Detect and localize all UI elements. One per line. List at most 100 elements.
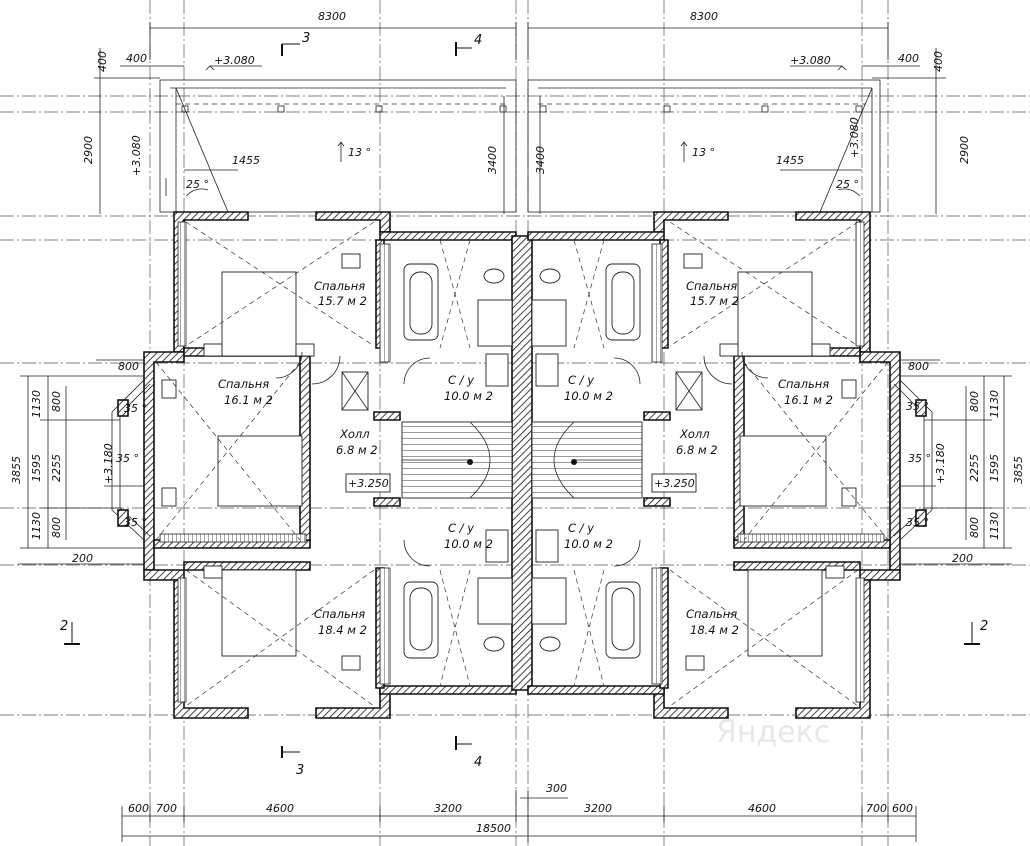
dim-right-8300: 8300 — [690, 10, 718, 23]
room-bedroom-2-right-area: 16.1 м 2 — [784, 393, 833, 407]
dim-left-8300: 8300 — [318, 10, 346, 23]
room-wc-2-right-area: 10.0 м 2 — [564, 537, 613, 551]
room-bedroom-3-right-area: 18.4 м 2 — [690, 623, 739, 637]
dim-right-1455: 1455 — [776, 154, 804, 167]
dim-right-2255: 2255 — [968, 454, 981, 482]
dim-left-1455: 1455 — [232, 154, 260, 167]
bay-angle-left-top: 35 ° — [124, 402, 147, 415]
level-mid-right: +3.180 — [934, 443, 947, 484]
section-4-bottom: 4 — [474, 755, 482, 770]
bottom-dimensions — [121, 790, 917, 842]
bathroom-fixtures — [403, 263, 641, 659]
ceiling-diagonals — [155, 221, 889, 707]
room-bedroom-1-left-name: Спальня — [314, 279, 365, 293]
staircases — [401, 421, 643, 499]
beds — [161, 253, 857, 671]
roof-angle-left: 25 ° — [186, 178, 209, 191]
dim-right-200: 200 — [952, 552, 973, 565]
slope-left: 13 ° — [348, 146, 371, 159]
bay-windows — [111, 379, 933, 541]
dim-left-400-vertical: 400 — [96, 51, 109, 72]
bay-angle-left-bot: 35 ° — [124, 516, 147, 529]
dim-bottom-4600-right: 4600 — [748, 802, 776, 815]
dim-bottom-700-left: 700 — [156, 802, 177, 815]
level-roof-left: +3.080 — [130, 135, 143, 176]
room-bedroom-2-right-name: Спальня — [778, 377, 829, 391]
dim-left-800-v2: 800 — [50, 517, 63, 538]
dim-right-800-v1: 800 — [968, 391, 981, 412]
radiator-strips — [159, 221, 885, 703]
level-roof-right: +3.080 — [848, 117, 861, 158]
door-swings — [275, 351, 769, 567]
dim-left-2900: 2900 — [82, 136, 95, 164]
ventilation-shafts — [341, 371, 703, 411]
watermark: Яндекс — [716, 715, 830, 750]
bay-angle-left-mid: 35 ° — [116, 452, 139, 465]
dim-left-1595: 1595 — [30, 454, 43, 482]
room-wc-2-left-area: 10.0 м 2 — [444, 537, 493, 551]
room-bedroom-1-right-area: 15.7 м 2 — [690, 294, 739, 308]
dim-right-1130-b: 1130 — [988, 512, 1001, 540]
section-2-left: 2 — [60, 619, 68, 634]
dim-left-3855: 3855 — [10, 456, 23, 484]
room-bedroom-3-right-name: Спальня — [686, 607, 737, 621]
dim-right-2900: 2900 — [958, 136, 971, 164]
section-marks — [64, 42, 980, 758]
dim-left-800-v1: 800 — [50, 391, 63, 412]
top-dimensions — [94, 22, 946, 214]
dim-bottom-600-left: 600 — [128, 802, 149, 815]
bay-angle-right-top: 35 ° — [906, 400, 929, 413]
room-hall-left-area: 6.8 м 2 — [336, 443, 378, 457]
dim-left-400: 400 — [126, 52, 147, 65]
room-bedroom-2-left-area: 16.1 м 2 — [224, 393, 273, 407]
room-bedroom-3-left-name: Спальня — [314, 607, 365, 621]
room-wc-2-right-name: С / у — [568, 521, 594, 535]
dim-right-1130-a: 1130 — [988, 390, 1001, 418]
room-bedroom-1-left-area: 15.7 м 2 — [318, 294, 367, 308]
section-3-top: 3 — [302, 31, 310, 46]
slope-right: 13 ° — [692, 146, 715, 159]
section-3-bottom: 3 — [296, 763, 304, 778]
dim-left-2255: 2255 — [50, 454, 63, 482]
room-hall-right-name: Холл — [679, 427, 710, 441]
level-marks — [205, 65, 847, 71]
dim-left-1130-b: 1130 — [30, 512, 43, 540]
room-wc-1-left-area: 10.0 м 2 — [444, 389, 493, 403]
room-hall-left-name: Холл — [339, 427, 370, 441]
dim-right-800-v2: 800 — [968, 517, 981, 538]
roof-canopy — [159, 79, 881, 213]
dim-bottom-3200-right: 3200 — [584, 802, 612, 815]
room-wc-2-left-name: С / у — [448, 521, 474, 535]
dim-left-1130-a: 1130 — [30, 390, 43, 418]
room-hall-right-area: 6.8 м 2 — [676, 443, 718, 457]
room-wc-1-right-name: С / у — [568, 373, 594, 387]
dim-right-400: 400 — [898, 52, 919, 65]
dim-right-3400: 3400 — [534, 146, 547, 174]
room-bedroom-1-right-name: Спальня — [686, 279, 737, 293]
dim-left-200: 200 — [72, 552, 93, 565]
roof-angle-right: 25 ° — [836, 178, 859, 191]
room-bedroom-3-left-area: 18.4 м 2 — [318, 623, 367, 637]
dim-bottom-3200-left: 3200 — [434, 802, 462, 815]
dim-right-3855: 3855 — [1012, 456, 1025, 484]
dim-bottom-total: 18500 — [476, 822, 511, 835]
room-bedroom-2-left-name: Спальня — [218, 377, 269, 391]
hall-level-markers — [104, 473, 936, 493]
side-dimensions — [18, 359, 1012, 565]
bay-angle-right-bot: 35 ° — [906, 516, 929, 529]
dim-bottom-700-right: 700 — [866, 802, 887, 815]
room-wc-1-left-name: С / у — [448, 373, 474, 387]
dim-right-1595: 1595 — [988, 454, 1001, 482]
level-hall-right: +3.250 — [654, 477, 695, 490]
bay-angle-right-mid: 35 ° — [908, 452, 931, 465]
section-2-right: 2 — [980, 619, 988, 634]
dim-right-400-vertical: 400 — [932, 51, 945, 72]
level-mid-left: +3.180 — [102, 443, 115, 484]
level-top-right: +3.080 — [790, 54, 831, 67]
level-hall-left: +3.250 — [348, 477, 389, 490]
room-wc-1-right-area: 10.0 м 2 — [564, 389, 613, 403]
level-top-left: +3.080 — [214, 54, 255, 67]
dim-bottom-600-right: 600 — [892, 802, 913, 815]
dim-right-800-top: 800 — [908, 360, 929, 373]
